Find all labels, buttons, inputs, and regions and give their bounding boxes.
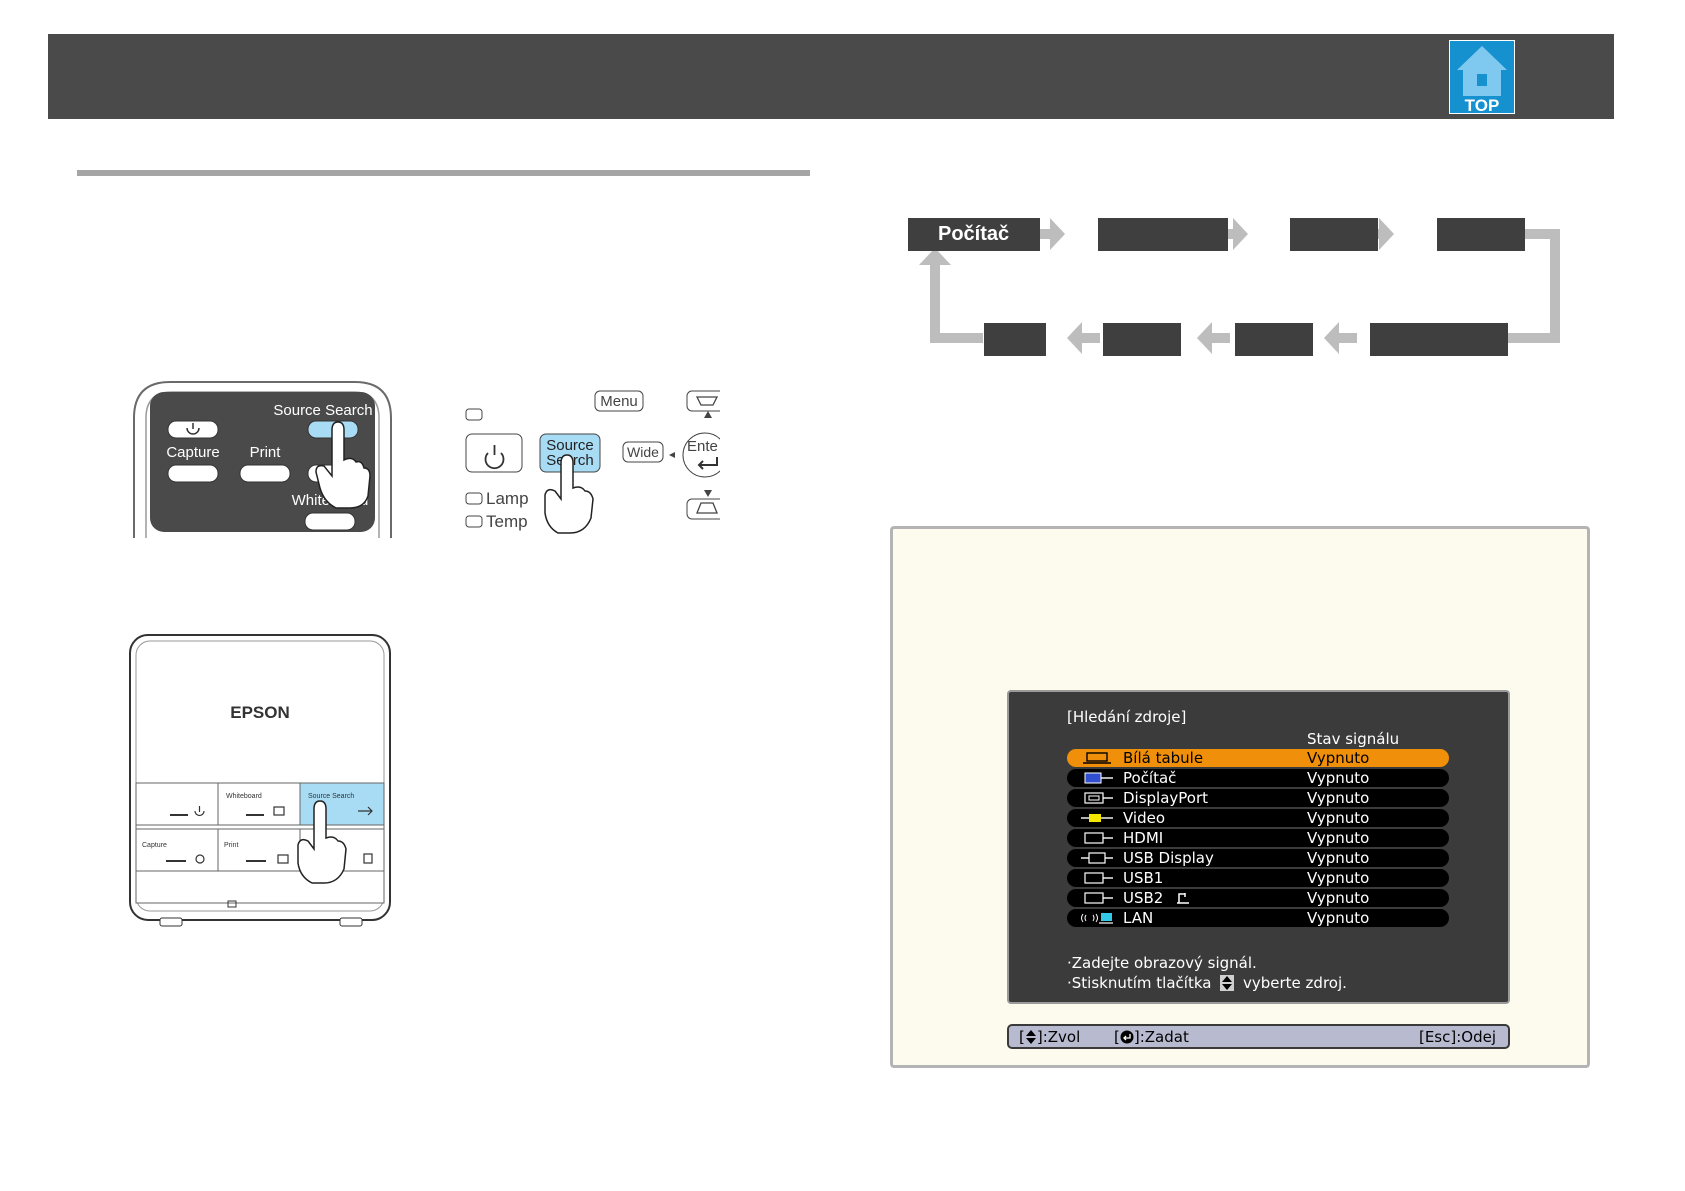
- help-enter: []:Zadat: [1114, 1028, 1189, 1046]
- enter-icon: [1120, 1030, 1134, 1044]
- source-row-whiteboard[interactable]: Bílá tabule Vypnuto: [1067, 749, 1449, 767]
- keystone-down-button[interactable]: [686, 498, 720, 520]
- video-icon: [1081, 814, 1113, 822]
- help-esc: [Esc]:Odej: [1418, 1028, 1496, 1046]
- remote-whiteboard-button[interactable]: [304, 512, 356, 531]
- enter-label: Ente: [687, 438, 718, 455]
- source-row-usb-display[interactable]: USB Display Vypnuto: [1067, 849, 1449, 867]
- section-rule: [77, 170, 810, 176]
- panel-power-key[interactable]: [135, 782, 219, 826]
- source-row-computer[interactable]: Počítač Vypnuto: [1067, 769, 1449, 787]
- source-row-usb1[interactable]: USB1 Vypnuto: [1067, 869, 1449, 887]
- panel-capture-label: Capture: [142, 842, 167, 849]
- pointing-hand-icon: [544, 454, 594, 534]
- panel-source-search-key[interactable]: [299, 782, 385, 826]
- displayport-icon: [1084, 792, 1113, 804]
- remote-power-button[interactable]: [167, 420, 219, 439]
- epson-brand: EPSON: [230, 703, 290, 722]
- projector-keypad-illustration: Menu Source Search Wide Ente Lamp Temp: [465, 390, 720, 534]
- panel-capture-key[interactable]: [135, 828, 219, 872]
- remote-control-illustration: Source Search Capture Print Whiteboard: [133, 381, 392, 538]
- top-home-button[interactable]: TOP: [1449, 40, 1515, 114]
- help-select: []:Zvol: [1019, 1028, 1081, 1046]
- flow-source-box: [984, 323, 1046, 356]
- keystone-up-button[interactable]: [686, 390, 720, 412]
- usb-icon: [1084, 872, 1113, 884]
- whiteboard-icon: [1083, 752, 1111, 764]
- panel-whiteboard-label: Whiteboard: [226, 793, 262, 800]
- up-down-arrow-icon: [1025, 1030, 1036, 1044]
- usb-icon: [1084, 892, 1113, 904]
- remote-capture-button[interactable]: [167, 464, 219, 483]
- header-bar: [48, 34, 1614, 119]
- source-row-usb2[interactable]: USB2 Vypnuto: [1067, 889, 1449, 907]
- pointing-hand-icon: [297, 800, 347, 884]
- osd-title: [Hledání zdroje]: [1067, 708, 1187, 726]
- source-row-video[interactable]: Video Vypnuto: [1067, 809, 1449, 827]
- flow-source-box: [1437, 218, 1525, 251]
- source-search-line1: Source: [546, 437, 594, 454]
- computer-icon: [1084, 772, 1113, 784]
- up-down-arrow-icon: [1220, 975, 1235, 991]
- menu-label: Menu: [600, 393, 638, 410]
- source-row-lan[interactable]: LAN Vypnuto: [1067, 909, 1449, 927]
- temp-indicator: [465, 515, 483, 528]
- power-indicator: [465, 408, 483, 421]
- flow-source-box: [1370, 323, 1508, 356]
- osd-help-bar: []:Zvol []:Zadat [Esc]:Odej: [1007, 1024, 1510, 1049]
- menu-button[interactable]: [594, 390, 644, 412]
- top-label: TOP: [1465, 96, 1500, 114]
- flow-source-box: [1235, 323, 1313, 356]
- panel-source-search-label: Source Search: [308, 793, 354, 800]
- flow-source-computer: Počítač: [908, 218, 1040, 251]
- remote-capture-label: Capture: [166, 444, 219, 461]
- lan-icon: [1081, 913, 1113, 924]
- osd-status-header: Stav signálu: [1307, 730, 1400, 748]
- lamp-indicator: [465, 492, 483, 505]
- osd-message-1: ·Zadejte obrazový signál.: [1067, 954, 1257, 972]
- remote-source-search-label: Source Search: [273, 402, 372, 419]
- source-search-screen: [Hledání zdroje] Stav signálu Bílá tabul…: [1007, 690, 1510, 1004]
- panel-print-label: Print: [224, 842, 238, 849]
- remote-print-button[interactable]: [239, 464, 291, 483]
- panel-print-key[interactable]: [217, 828, 301, 872]
- lamp-label: Lamp: [486, 489, 529, 508]
- wide-label: Wide: [627, 444, 659, 460]
- projector-front-panel: EPSON Whiteboard Source Search Capture P…: [129, 634, 391, 927]
- pointing-hand-icon: [315, 421, 371, 509]
- hdmi-icon: [1084, 832, 1113, 844]
- panel-whiteboard-key[interactable]: [217, 782, 301, 826]
- document-camera-icon: [1177, 893, 1189, 904]
- flow-source-box: [1290, 218, 1378, 251]
- remote-print-label: Print: [250, 444, 282, 461]
- source-row-hdmi[interactable]: HDMI Vypnuto: [1067, 829, 1449, 847]
- source-row-displayport[interactable]: DisplayPort Vypnuto: [1067, 789, 1449, 807]
- usb-icon: [1081, 852, 1113, 864]
- wide-button[interactable]: [622, 441, 664, 463]
- osd-message-2: ·Stisknutím tlačítka vyberte zdroj.: [1067, 974, 1347, 992]
- temp-label: Temp: [486, 512, 528, 531]
- flow-source-box: [1098, 218, 1228, 251]
- flow-source-box: [1103, 323, 1181, 356]
